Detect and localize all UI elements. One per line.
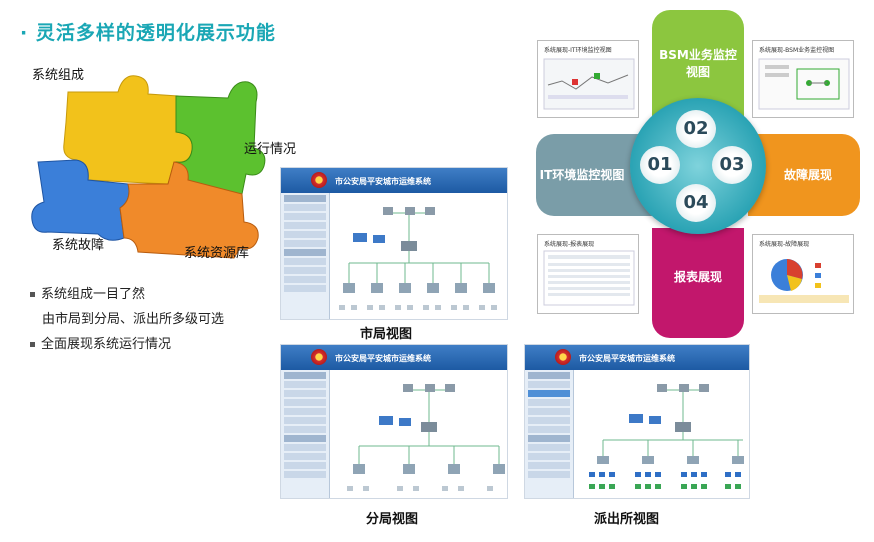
puzzle-graphic bbox=[31, 75, 266, 259]
branch-view-screenshot: 市公安局平安城市运维系统 bbox=[280, 344, 508, 499]
wheel-number-01: 01 bbox=[640, 146, 680, 184]
petal-top-label: BSM业务监控视图 bbox=[659, 48, 737, 79]
wheel-number-02: 02 bbox=[676, 110, 716, 148]
station-view-screenshot: 市公安局平安城市运维系统 bbox=[524, 344, 750, 499]
tree-sidebar bbox=[281, 193, 330, 319]
app-header: 市公安局平安城市运维系统 bbox=[525, 345, 749, 370]
petal-bottom bbox=[652, 228, 744, 338]
tree-sidebar bbox=[281, 370, 330, 498]
bullet-item: 系统组成一目了然 bbox=[30, 283, 145, 302]
police-emblem-icon bbox=[311, 349, 327, 365]
puzzle-piece-green bbox=[175, 81, 266, 195]
petal-bottom-label: 报表展现 bbox=[673, 270, 722, 284]
caption-branch-view: 分局视图 bbox=[366, 512, 419, 527]
wheel-number-03: 03 bbox=[712, 146, 752, 184]
caption-station-view: 派出所视图 bbox=[594, 512, 660, 527]
app-header: 市公安局平安城市运维系统 bbox=[281, 168, 507, 193]
card-it-environment: 系统展现-IT环境监控视图 bbox=[537, 40, 639, 118]
card-bsm-monitor: 系统展现-BSM业务监控视图 bbox=[752, 40, 854, 118]
puzzle-label-running: 运行情况 bbox=[244, 142, 297, 157]
topology-diagram bbox=[589, 384, 744, 489]
wheel-number-04: 04 bbox=[676, 184, 716, 222]
topology-diagram bbox=[339, 207, 497, 310]
app-header: 市公安局平安城市运维系统 bbox=[281, 345, 507, 370]
petal-right-label: 故障展现 bbox=[783, 168, 832, 182]
topology-diagram bbox=[347, 384, 505, 491]
petal-left-label: IT环境监控视图 bbox=[539, 168, 625, 182]
tree-sidebar bbox=[525, 370, 574, 498]
petal-right bbox=[748, 134, 860, 216]
bullet-sub: 由市局到分局、派出所多级可选 bbox=[42, 312, 225, 327]
city-view-screenshot: 市公安局平安城市运维系统 bbox=[280, 167, 508, 320]
card-fault: 系统展现-故障展现 bbox=[752, 234, 854, 314]
puzzle-piece-blue bbox=[31, 159, 130, 241]
page-title: · 灵活多样的透明化展示功能 bbox=[20, 22, 276, 44]
puzzle-piece-orange bbox=[119, 161, 259, 259]
police-emblem-icon bbox=[311, 172, 327, 188]
puzzle-label-resource: 系统资源库 bbox=[184, 246, 250, 261]
card-report: 系统展现-报表展现 bbox=[537, 234, 639, 314]
puzzle-label-composition: 系统组成 bbox=[32, 68, 85, 83]
bullet-item: 全面展现系统运行情况 bbox=[30, 333, 171, 352]
puzzle-label-fault: 系统故障 bbox=[52, 238, 105, 253]
caption-city-view: 市局视图 bbox=[360, 327, 413, 342]
police-emblem-icon bbox=[555, 349, 571, 365]
